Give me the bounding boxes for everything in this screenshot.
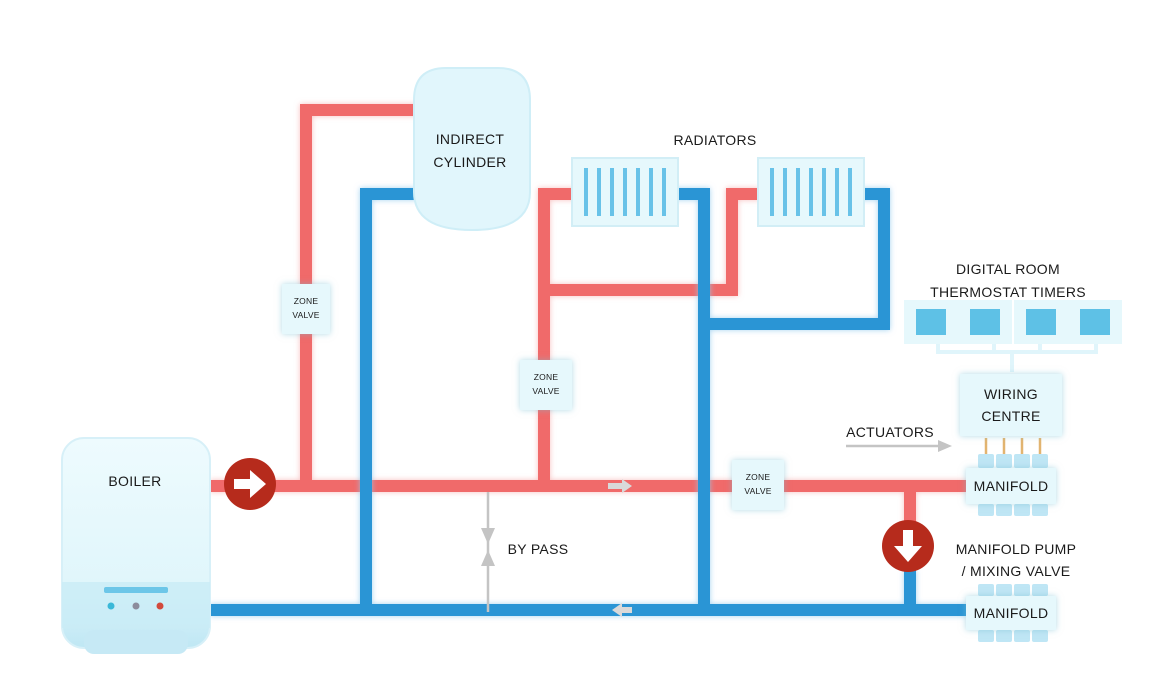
actuators-label: ACTUATORS [846, 424, 934, 440]
radiator-2 [757, 157, 865, 227]
boiler-pump [224, 458, 276, 510]
manifold-label: MANIFOLD [973, 478, 1049, 494]
boiler-indicator-red [156, 602, 164, 610]
wiring-centre-label: WIRING CENTRE [981, 385, 1041, 424]
return-manifold: MANIFOLD [966, 596, 1056, 630]
boiler [61, 437, 211, 654]
return-manifold-ports [978, 584, 1048, 642]
return-radiator-pipe [666, 188, 710, 610]
return-cylinder-pipe [360, 188, 420, 610]
thermostat-timer-2 [958, 300, 1012, 344]
zone-valve-label: ZONE VALVE [744, 472, 772, 496]
thermostat-timer-4 [1068, 300, 1122, 344]
return-direction-arrow [612, 603, 632, 617]
manifold-pump-label: MANIFOLD PUMP / MIXING VALVE [955, 541, 1077, 580]
flow-direction-arrow [608, 479, 632, 493]
radiators-label: RADIATORS [673, 132, 757, 148]
digital-thermostat-label: DIGITAL ROOM THERMOSTAT TIMERS [930, 261, 1086, 301]
flow-manifold-ports [978, 504, 1048, 516]
manifold-actuators [978, 454, 1048, 468]
thermostat-timer-3 [1014, 300, 1068, 344]
actuator-wires [984, 438, 1042, 456]
flow-manifold: MANIFOLD [966, 468, 1056, 504]
boiler-display-bar [104, 587, 168, 593]
flow-radiator-riser [538, 188, 576, 486]
boiler-indicator-blue [107, 602, 115, 610]
return-pipes [210, 188, 968, 616]
boiler-label: BOILER [108, 473, 162, 489]
manifold-pump [882, 520, 934, 572]
bypass-label: BY PASS [507, 541, 569, 557]
arrow-down-icon [894, 530, 922, 562]
zone-valve-3: ZONE VALVE [732, 460, 784, 510]
return-radiator2-pipe [704, 188, 890, 330]
flow-radiator-branch [544, 188, 760, 296]
boiler-indicator-grey [132, 602, 140, 610]
radiator-1 [571, 157, 679, 227]
arrow-right-icon [234, 470, 266, 498]
manifold-label: MANIFOLD [973, 605, 1049, 621]
indirect-cylinder-label: INDIRECT CYLINDER [433, 131, 507, 171]
bypass-valve [481, 492, 495, 612]
actuators-arrow [846, 440, 952, 452]
zone-valve-1: ZONE VALVE [282, 284, 330, 334]
thermostat-timer-1 [904, 300, 958, 344]
thermostat-connectors [936, 342, 1098, 372]
flow-cylinder-pipe [300, 104, 420, 486]
wiring-centre: WIRING CENTRE [960, 374, 1062, 436]
indirect-cylinder [413, 67, 531, 232]
zone-valve-2: ZONE VALVE [520, 360, 572, 410]
zone-valve-label: ZONE VALVE [292, 296, 320, 320]
zone-valve-label: ZONE VALVE [532, 372, 560, 396]
